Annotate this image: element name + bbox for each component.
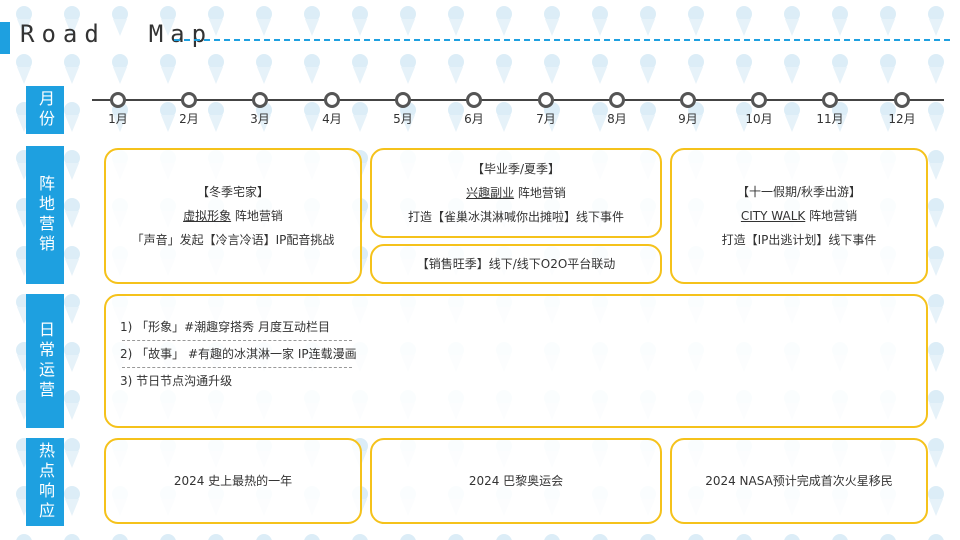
timeline-dot-12 [894, 92, 910, 108]
winter-line2: 「声音」发起【冷言冷语】IP配音挑战 [132, 228, 335, 252]
timeline-dot-4 [324, 92, 340, 108]
hot-topic-card-3: 2024 NASA预计完成首次火星移民 [670, 438, 928, 524]
summer-line1-rest: 阵地营销 [514, 186, 566, 200]
section-label-months: 月份 [26, 86, 64, 134]
autumn-line2: 打造【IP出逃计划】线下事件 [722, 228, 877, 252]
timeline-dot-5 [395, 92, 411, 108]
timeline-dot-7 [538, 92, 554, 108]
month-label-1: 1月 [98, 110, 138, 127]
summer-keyword: 兴趣副业 [466, 186, 514, 200]
autumn-title: 【十一假期/秋季出游】 [737, 180, 861, 204]
month-label-8: 8月 [597, 110, 637, 127]
month-label-2: 2月 [169, 110, 209, 127]
divider [122, 367, 352, 368]
autumn-line1-rest: 阵地营销 [805, 209, 857, 223]
timeline-dot-1 [110, 92, 126, 108]
autumn-keyword: CITY WALK [741, 209, 805, 223]
winter-line1-rest: 阵地营销 [231, 209, 283, 223]
month-label-12: 12月 [882, 110, 922, 127]
timeline-dot-8 [609, 92, 625, 108]
daily-ops-item-2: 2) 「故事」 #有趣的冰淇淋一家 IP连载漫画 [120, 343, 357, 365]
sales-season-text: 【销售旺季】线下/线下O2O平台联动 [417, 252, 616, 276]
timeline-dot-3 [252, 92, 268, 108]
hot-topic-text-2: 2024 巴黎奥运会 [469, 469, 563, 493]
timeline-dot-2 [181, 92, 197, 108]
summer-campaign-card: 【毕业季/夏季】 兴趣副业 阵地营销 打造【雀巢冰淇淋喊你出摊啦】线下事件 [370, 148, 662, 238]
timeline-dot-10 [751, 92, 767, 108]
month-label-4: 4月 [312, 110, 352, 127]
page-title: Road Map [20, 20, 213, 48]
summer-line1: 兴趣副业 阵地营销 [466, 181, 566, 205]
sales-season-card: 【销售旺季】线下/线下O2O平台联动 [370, 244, 662, 284]
section-label-hot-topics: 热点响应 [26, 438, 64, 526]
section-label-daily-ops: 日常运营 [26, 294, 64, 428]
hot-topic-card-1: 2024 史上最热的一年 [104, 438, 362, 524]
month-label-11: 11月 [810, 110, 850, 127]
hot-topic-card-2: 2024 巴黎奥运会 [370, 438, 662, 524]
winter-campaign-card: 【冬季宅家】 虚拟形象 阵地营销 「声音」发起【冷言冷语】IP配音挑战 [104, 148, 362, 284]
autumn-line1: CITY WALK 阵地营销 [741, 204, 857, 228]
winter-title: 【冬季宅家】 [197, 180, 269, 204]
month-label-5: 5月 [383, 110, 423, 127]
summer-title: 【毕业季/夏季】 [472, 157, 560, 181]
winter-line1: 虚拟形象 阵地营销 [183, 204, 283, 228]
summer-line2: 打造【雀巢冰淇淋喊你出摊啦】线下事件 [408, 205, 624, 229]
month-label-7: 7月 [526, 110, 566, 127]
daily-ops-item-3: 3) 节日节点沟通升级 [120, 370, 232, 392]
divider [122, 340, 352, 341]
autumn-campaign-card: 【十一假期/秋季出游】 CITY WALK 阵地营销 打造【IP出逃计划】线下事… [670, 148, 928, 284]
timeline-dot-9 [680, 92, 696, 108]
hot-topic-text-1: 2024 史上最热的一年 [174, 469, 292, 493]
winter-keyword: 虚拟形象 [183, 209, 231, 223]
timeline-dot-11 [822, 92, 838, 108]
hot-topic-text-3: 2024 NASA预计完成首次火星移民 [705, 469, 893, 493]
month-label-9: 9月 [668, 110, 708, 127]
daily-ops-item-1: 1) 「形象」#潮趣穿搭秀 月度互动栏目 [120, 316, 330, 338]
section-label-field-marketing: 阵地营销 [26, 146, 64, 284]
month-label-10: 10月 [739, 110, 779, 127]
month-label-6: 6月 [454, 110, 494, 127]
timeline-dot-6 [466, 92, 482, 108]
daily-ops-card: 1) 「形象」#潮趣穿搭秀 月度互动栏目 2) 「故事」 #有趣的冰淇淋一家 I… [104, 294, 928, 428]
month-label-3: 3月 [240, 110, 280, 127]
title-dashed-line [174, 39, 950, 41]
title-accent-bar [0, 22, 10, 54]
timeline-axis [92, 99, 944, 101]
